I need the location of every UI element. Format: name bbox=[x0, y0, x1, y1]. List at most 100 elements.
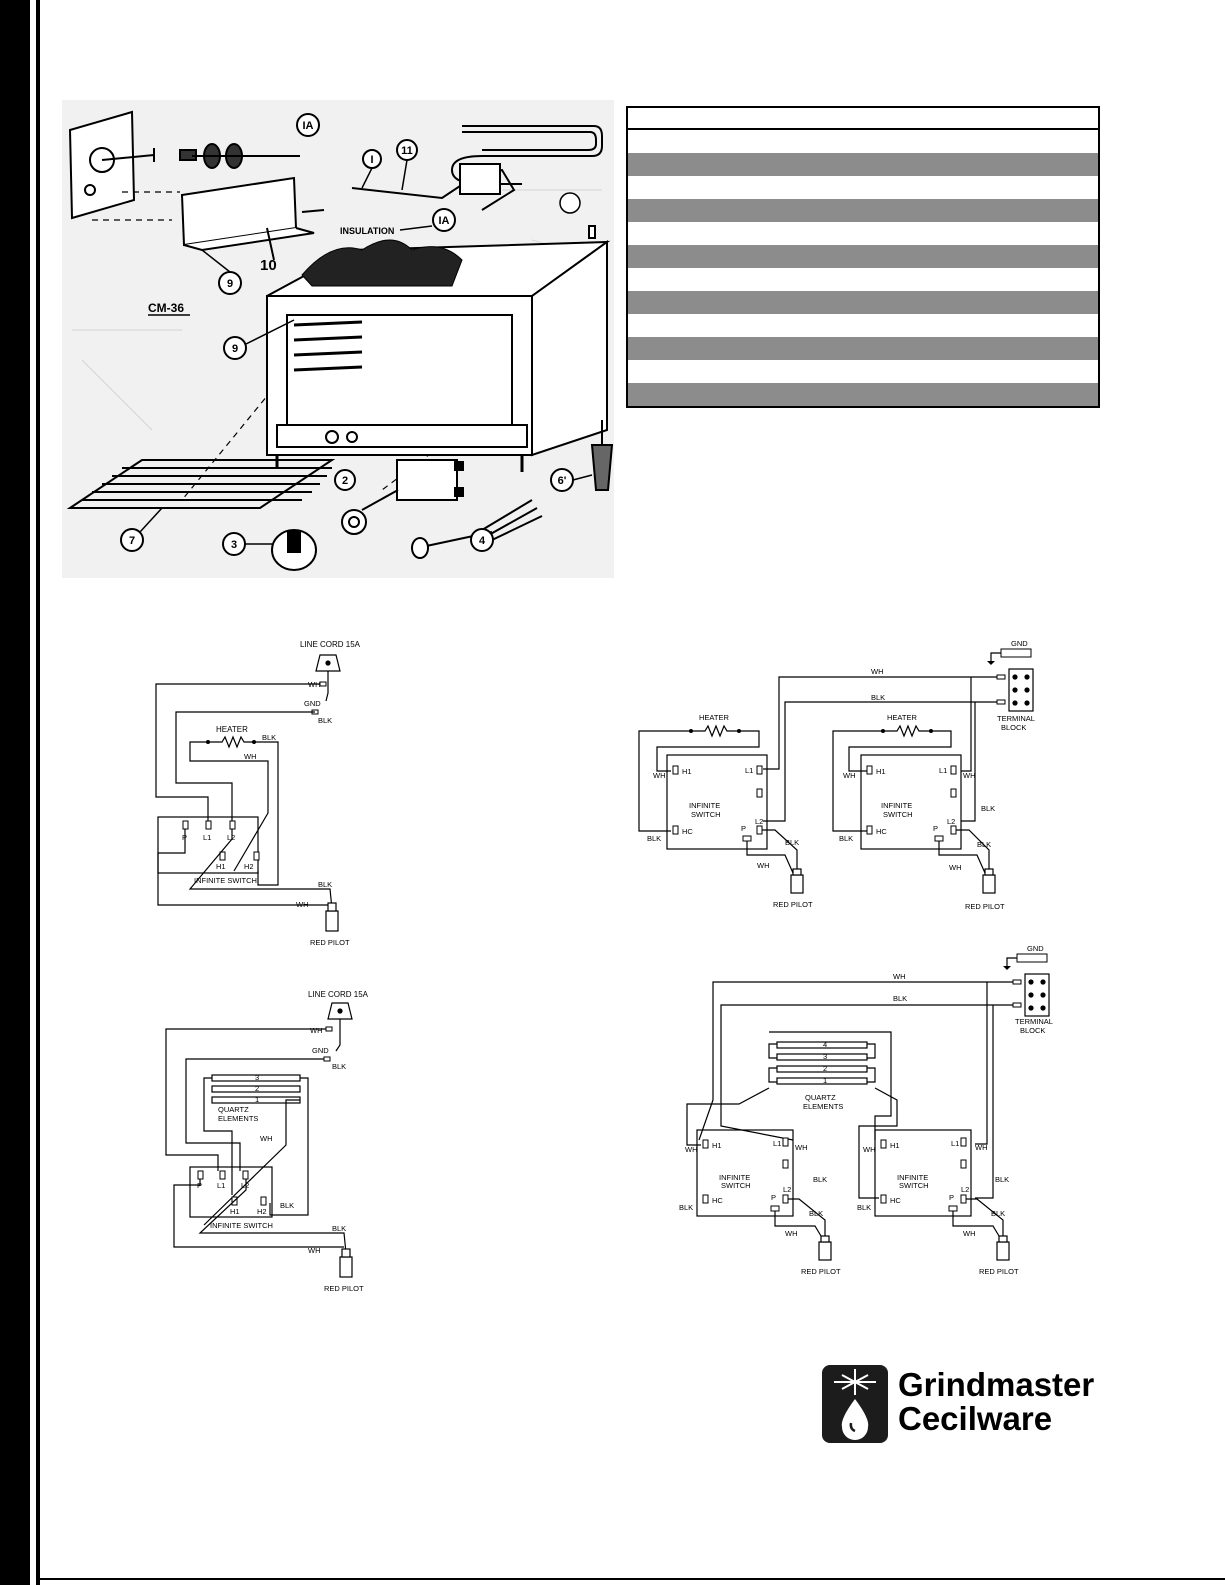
callout-9-top-label: 9 bbox=[227, 278, 233, 290]
quartz-label: QUARTZ bbox=[805, 1093, 836, 1102]
parts-table-row bbox=[628, 337, 1098, 360]
pilot-blk-label: BLK bbox=[318, 880, 332, 889]
blk-label: BLK bbox=[318, 716, 332, 725]
left-blk-label: BLK bbox=[679, 1203, 693, 1212]
right-l2-label: L2 bbox=[961, 1185, 969, 1194]
left-h1-label: H1 bbox=[712, 1141, 722, 1150]
right-side-blk-label: BLK bbox=[995, 1175, 1009, 1184]
wall-plate bbox=[68, 110, 155, 220]
element-2-label: 2 bbox=[255, 1084, 259, 1093]
left-heater-label: HEATER bbox=[699, 713, 729, 722]
angle-bracket bbox=[180, 176, 325, 261]
right-wh-label: WH bbox=[863, 1145, 876, 1154]
parts-table-row bbox=[628, 360, 1098, 383]
red-pilot-label: RED PILOT bbox=[310, 938, 350, 947]
h2-blk-label: BLK bbox=[280, 1201, 294, 1210]
left-p-label: P bbox=[741, 824, 746, 833]
left-red-pilot-label: RED PILOT bbox=[801, 1267, 841, 1276]
brand-line-2: Cecilware bbox=[898, 1400, 1053, 1437]
callout-1-label: I bbox=[370, 154, 373, 166]
red-pilot-label: RED PILOT bbox=[324, 1284, 364, 1293]
heater-wh-label: WH bbox=[244, 752, 257, 761]
parts-table-row bbox=[628, 153, 1098, 176]
terminal-label: TERMINAL bbox=[1015, 1017, 1053, 1026]
model-label: CM-36 bbox=[148, 301, 184, 315]
left-l2-label: L2 bbox=[783, 1185, 791, 1194]
gnd-label: GND bbox=[304, 699, 321, 708]
block-label: BLOCK bbox=[1001, 723, 1026, 732]
parts-table bbox=[626, 106, 1100, 408]
wiring-diagram-single-quartz: LINE CORD 15A WH GND BLK 3 2 1 QUARTZ EL… bbox=[165, 990, 369, 1293]
left-wh-label: WH bbox=[653, 771, 666, 780]
right-l1-label: L1 bbox=[951, 1139, 959, 1148]
block-label: BLOCK bbox=[1020, 1026, 1045, 1035]
wiring-diagram-single-heater: LINE CORD 15A WH GND BLK HEATER BLK WH P… bbox=[155, 640, 361, 947]
right-p-label: P bbox=[949, 1193, 954, 1202]
binding-gap bbox=[30, 0, 36, 1585]
pilot-light-icon bbox=[339, 1248, 353, 1278]
quartz-label: QUARTZ bbox=[218, 1105, 249, 1114]
blk-label: BLK bbox=[893, 994, 907, 1003]
parts-table-row bbox=[628, 383, 1098, 406]
callout-9-mid-label: 9 bbox=[232, 343, 238, 355]
h1-label: H1 bbox=[216, 862, 226, 871]
left-p-wh-label: WH bbox=[785, 1229, 798, 1238]
wire-rack bbox=[66, 459, 336, 509]
element-3-label: 3 bbox=[823, 1052, 827, 1061]
element-4-label: 4 bbox=[823, 1040, 827, 1049]
l1-label: L1 bbox=[217, 1181, 225, 1190]
gnd-label: GND bbox=[1011, 639, 1028, 648]
terminal-block-icon bbox=[1008, 668, 1034, 712]
right-side-blk-label: BLK bbox=[981, 804, 995, 813]
right-l2-label: L2 bbox=[947, 817, 955, 826]
insulation-blob bbox=[301, 239, 463, 287]
left-l2-blk-label: BLK bbox=[785, 838, 799, 847]
h2-label: H2 bbox=[257, 1207, 267, 1216]
right-heater-label: HEATER bbox=[887, 713, 917, 722]
control-panel-row bbox=[276, 424, 528, 448]
pilot-wh-label: WH bbox=[308, 1246, 321, 1255]
right-p-wh-label: WH bbox=[949, 863, 962, 872]
parts-table-row bbox=[628, 245, 1098, 268]
left-infinite-label: INFINITE bbox=[689, 801, 720, 810]
left-hc-label: HC bbox=[682, 827, 693, 836]
element-1-label: 1 bbox=[823, 1076, 827, 1085]
pilot-blk-label: BLK bbox=[332, 1224, 346, 1233]
right-hc-label: HC bbox=[876, 827, 887, 836]
right-pilot-icon bbox=[982, 868, 996, 894]
left-switch-label: SWITCH bbox=[721, 1181, 751, 1190]
parts-table-row bbox=[628, 291, 1098, 314]
left-red-pilot-label: RED PILOT bbox=[773, 900, 813, 909]
right-l1-wh-label: WH bbox=[975, 1143, 988, 1152]
callout-6-label: 6' bbox=[558, 475, 567, 487]
l2-label: L2 bbox=[227, 833, 235, 842]
left-l2-label: L2 bbox=[755, 817, 763, 826]
binding-line bbox=[36, 0, 40, 1585]
h1-label: H1 bbox=[230, 1207, 240, 1216]
parts-table-row bbox=[628, 199, 1098, 222]
right-hc-label: HC bbox=[890, 1196, 901, 1205]
pilot-wh-label: WH bbox=[296, 900, 309, 909]
l1-label: L1 bbox=[203, 833, 211, 842]
right-l2-blk-label: BLK bbox=[991, 1209, 1005, 1218]
nut-part bbox=[341, 509, 367, 535]
callout-10-label: 10 bbox=[260, 257, 277, 274]
wh-label: WH bbox=[310, 1026, 323, 1035]
callout-11-label: 11 bbox=[401, 145, 413, 157]
left-l2-blk-label: BLK bbox=[809, 1209, 823, 1218]
right-infinite-label: INFINITE bbox=[897, 1173, 928, 1182]
terminal-block-icon bbox=[1024, 973, 1050, 1017]
insulation-label: INSULATION bbox=[340, 226, 394, 236]
right-h1-label: H1 bbox=[876, 767, 886, 776]
exploded-parts-view: IA I 11 INSULATION IA 9 10 CM-36 9 2 6' … bbox=[62, 100, 614, 578]
quartz-elements bbox=[776, 1041, 868, 1085]
inner-elements bbox=[293, 320, 363, 372]
right-infinite-label: INFINITE bbox=[881, 801, 912, 810]
leg-part bbox=[590, 420, 614, 491]
right-pilot-icon bbox=[996, 1235, 1010, 1261]
heater-element bbox=[351, 125, 603, 211]
left-switch-label: SWITCH bbox=[691, 810, 721, 819]
parts-table-row bbox=[628, 314, 1098, 337]
right-red-pilot-label: RED PILOT bbox=[965, 902, 1005, 911]
h2-label: H2 bbox=[244, 862, 254, 871]
